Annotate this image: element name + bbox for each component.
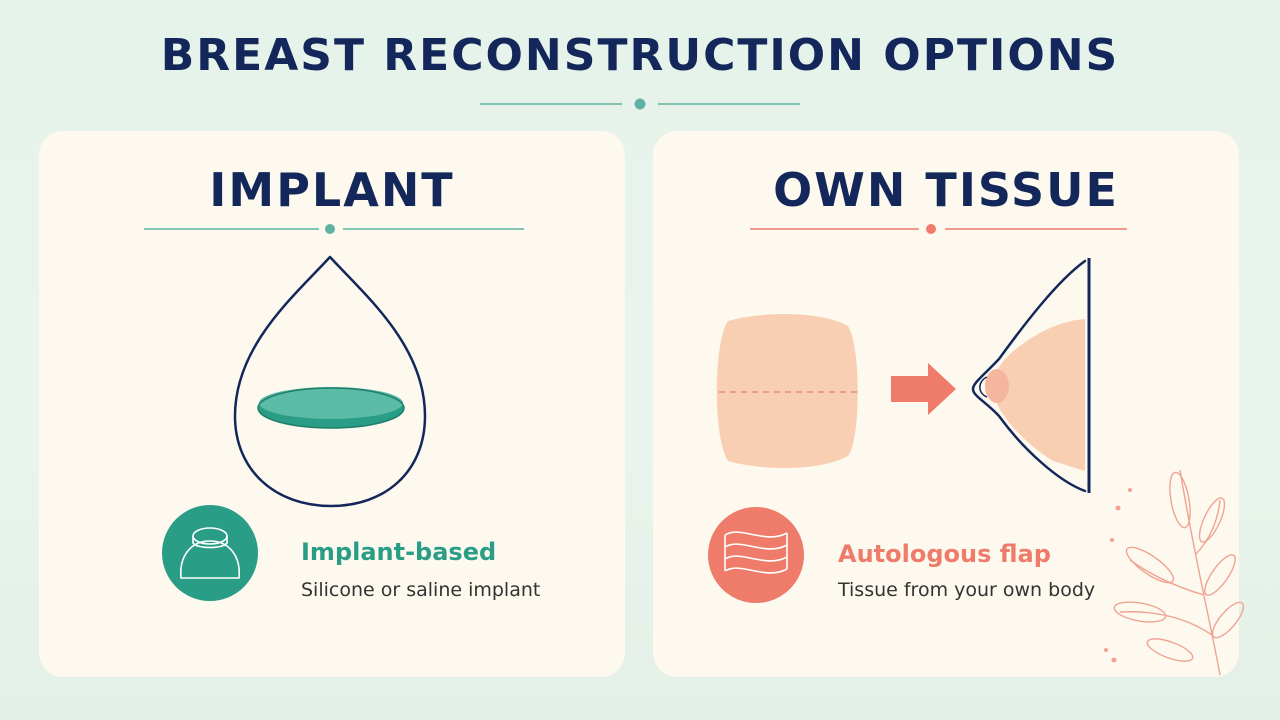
own-tissue-option-label: Autologous flap: [838, 540, 1051, 568]
own-tissue-heading-divider: [750, 224, 1127, 234]
implant-option-icon: [162, 505, 258, 601]
tissue-layers-icon: [708, 507, 804, 603]
implant-heading: IMPLANT: [209, 163, 455, 217]
own-tissue-option-description: Tissue from your own body: [838, 579, 1096, 601]
own-tissue-card: OWN TISSUE: [653, 131, 1239, 677]
implant-heading-divider: [144, 224, 524, 234]
implant-card: IMPLANT Implant-based Silicone or saline…: [39, 131, 625, 677]
own-tissue-heading: OWN TISSUE: [773, 163, 1119, 217]
implant-option-label: Implant-based: [301, 538, 497, 566]
implant-icon: [257, 387, 405, 429]
implant-option-description: Silicone or saline implant: [301, 579, 541, 601]
arrow-right-icon: [891, 363, 956, 415]
title-divider: [480, 98, 800, 110]
leaf-decoration-right: [1104, 469, 1245, 676]
tissue-flap-icon: [716, 314, 858, 468]
breast-profile-icon: [971, 258, 1091, 493]
page-title: BREAST RECONSTRUCTION OPTIONS: [160, 30, 1120, 81]
breast-outline-icon: [233, 255, 427, 508]
